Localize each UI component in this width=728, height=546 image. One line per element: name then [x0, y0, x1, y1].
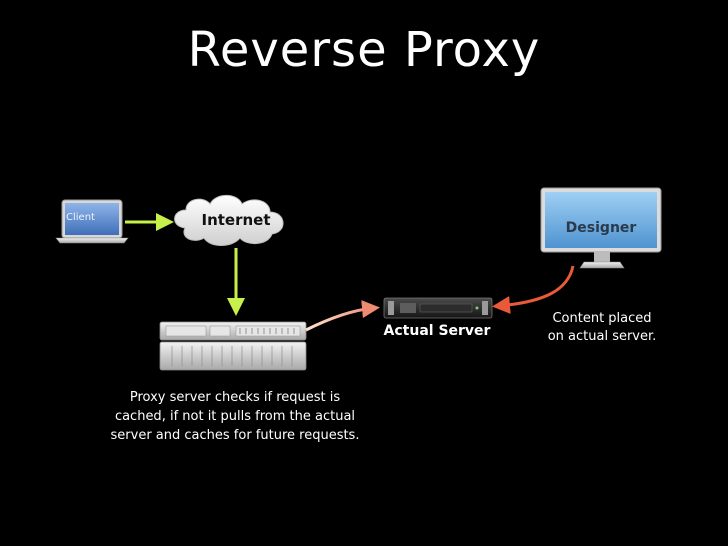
laptop-icon: [55, 199, 129, 244]
proxy-caption-line: Proxy server checks if request is: [129, 390, 341, 405]
internet-label: Internet: [201, 211, 271, 229]
designer-label: Designer: [565, 220, 637, 236]
actual-server-label: Actual Server: [383, 323, 491, 339]
designer-caption: Content placed on actual server.: [532, 310, 672, 346]
server-rack-icon: [159, 321, 307, 371]
cloud-icon: [174, 194, 284, 246]
client-label: Client: [66, 212, 95, 223]
monitor-icon: [540, 187, 662, 269]
proxy-caption: Proxy server checks if request is cached…: [90, 388, 380, 445]
slide-title: Reverse Proxy: [187, 22, 541, 78]
proxy-caption-line: server and caches for future requests.: [110, 428, 360, 443]
designer-to-server-arrow: [492, 265, 575, 314]
proxy-caption-line: cached, if not it pulls from the actual: [114, 409, 356, 424]
rack-server-icon: [383, 297, 493, 319]
designer-caption-line: Content placed: [552, 311, 652, 326]
designer-caption-line: on actual server.: [547, 329, 657, 344]
proxy-to-server-arrow: [305, 300, 380, 332]
